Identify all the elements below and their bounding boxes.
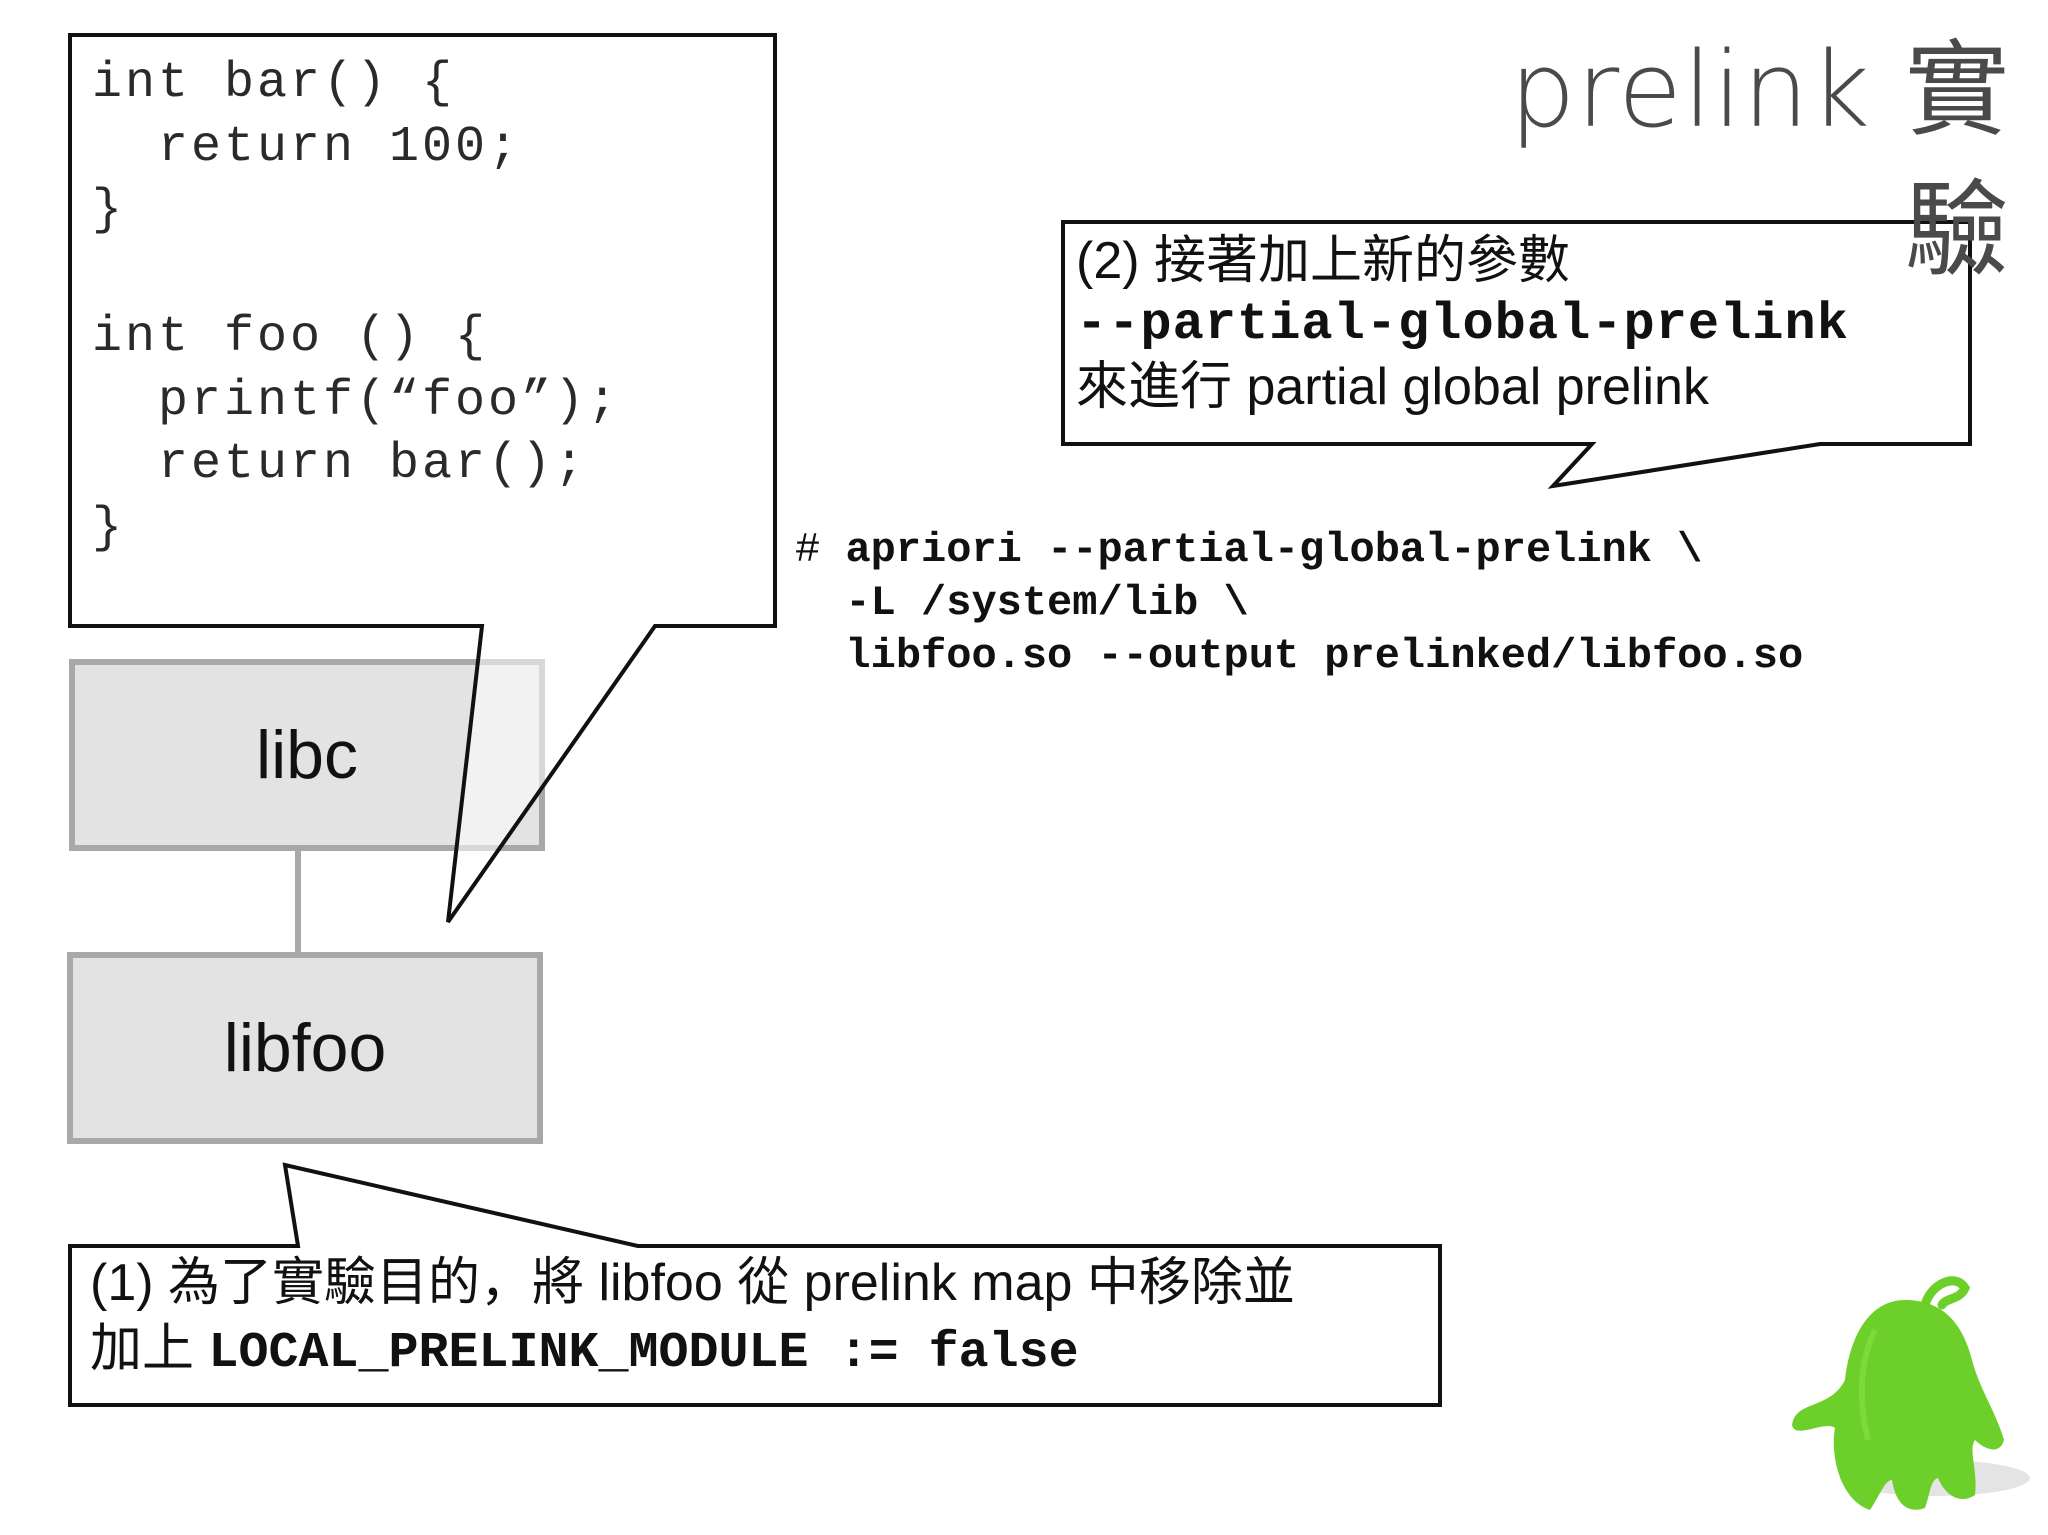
- page-title: prelink 實驗: [1509, 29, 2010, 291]
- command-line2: -L /system/lib \: [845, 579, 1249, 627]
- shell-prompt: #: [795, 526, 821, 574]
- shell-command: # apriori --partial-global-prelink \ -L …: [795, 524, 1803, 683]
- libc-label: libc: [255, 717, 359, 793]
- code-snippet: int bar() { return 100;} int foo () { pri…: [92, 52, 620, 560]
- step1-line2-code: LOCAL_PRELINK_MODULE := false: [208, 1325, 1079, 1382]
- step2-line1: (2) 接著加上新的參數: [1076, 232, 1571, 290]
- step2-line3: 來進行 partial global prelink: [1076, 358, 1709, 416]
- step2-option: --partial-global-prelink: [1076, 295, 1849, 354]
- step2-callout-text: (2) 接著加上新的參數 --partial-global-prelink 來進…: [1076, 230, 1976, 419]
- code-line: printf(“foo”);: [92, 372, 621, 430]
- green-mascot-illustration: [1792, 1276, 2030, 1510]
- libfoo-box: [67, 952, 543, 1144]
- step1-line1: (1) 為了實驗目的，將 libfoo 從 prelink map 中移除並: [90, 1254, 1295, 1312]
- step2-callout-bubble: [1061, 220, 1972, 489]
- command-line3: libfoo.so --output prelinked/libfoo.so: [845, 632, 1804, 680]
- step1-callout-text: (1) 為了實驗目的，將 libfoo 從 prelink map 中移除並 加…: [90, 1250, 1430, 1387]
- step1-line2: 加上 LOCAL_PRELINK_MODULE := false: [90, 1316, 1430, 1387]
- code-line: }: [92, 182, 126, 239]
- code-line: int foo () {: [92, 309, 489, 366]
- libfoo-label: libfoo: [223, 1010, 387, 1086]
- code-line: }: [92, 499, 126, 557]
- command-line1: apriori --partial-global-prelink \: [845, 526, 1703, 574]
- step1-line2-prefix: 加上: [90, 1320, 195, 1378]
- code-line: return bar();: [92, 436, 588, 493]
- code-line: return 100;: [92, 118, 522, 176]
- code-callout-bubble: [68, 33, 777, 924]
- code-line: [92, 243, 620, 307]
- code-line: int bar() {: [92, 55, 456, 112]
- step1-callout-bubble: [68, 1162, 1442, 1407]
